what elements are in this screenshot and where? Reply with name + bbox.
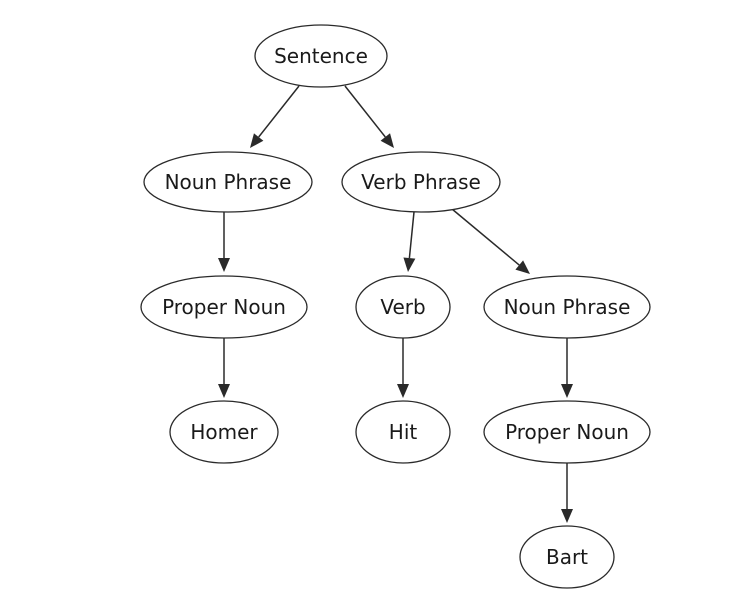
edge-line xyxy=(258,85,300,138)
arrowhead-icon xyxy=(250,133,264,148)
node-hit: Hit xyxy=(355,400,451,464)
node-label-proper-noun-left: Proper Noun xyxy=(162,295,286,319)
node-noun-phrase-right: Noun Phrase xyxy=(483,275,651,339)
edge-pn1-to-homer xyxy=(218,338,230,398)
edge-line xyxy=(408,211,415,259)
node-label-noun-phrase-left: Noun Phrase xyxy=(165,170,292,194)
node-label-verb: Verb xyxy=(380,295,425,319)
edge-line xyxy=(451,208,520,266)
edge-line xyxy=(344,85,386,138)
tree-edges xyxy=(218,85,573,523)
node-verb-phrase: Verb Phrase xyxy=(341,151,501,213)
edge-sentence-to-np1 xyxy=(250,85,300,148)
edge-verb-to-hit xyxy=(397,338,409,398)
arrowhead-icon xyxy=(561,509,573,523)
node-proper-noun-right: Proper Noun xyxy=(483,400,651,464)
node-label-bart: Bart xyxy=(546,545,588,569)
edge-sentence-to-vp xyxy=(344,85,394,148)
node-sentence: Sentence xyxy=(254,24,388,88)
arrowhead-icon xyxy=(397,384,409,398)
node-bart: Bart xyxy=(519,525,615,589)
arrowhead-icon xyxy=(218,384,230,398)
edge-pn2-to-bart xyxy=(561,463,573,523)
edge-vp-to-verb xyxy=(403,211,416,272)
arrowhead-icon xyxy=(561,384,573,398)
node-label-noun-phrase-right: Noun Phrase xyxy=(504,295,631,319)
node-label-sentence: Sentence xyxy=(274,44,368,68)
node-noun-phrase-left: Noun Phrase xyxy=(143,151,313,213)
arrowhead-icon xyxy=(380,133,394,148)
arrowhead-icon xyxy=(218,258,230,272)
edge-np1-to-pn1 xyxy=(218,212,230,272)
arrowhead-icon xyxy=(403,257,416,272)
node-label-hit: Hit xyxy=(389,420,418,444)
node-homer: Homer xyxy=(169,400,279,464)
edge-np2-to-pn2 xyxy=(561,338,573,398)
arrowhead-icon xyxy=(515,260,530,274)
node-label-homer: Homer xyxy=(190,420,258,444)
node-label-proper-noun-right: Proper Noun xyxy=(505,420,629,444)
node-verb: Verb xyxy=(355,275,451,339)
node-proper-noun-left: Proper Noun xyxy=(140,275,308,339)
node-label-verb-phrase: Verb Phrase xyxy=(361,170,481,194)
edge-vp-to-np2 xyxy=(451,208,530,274)
